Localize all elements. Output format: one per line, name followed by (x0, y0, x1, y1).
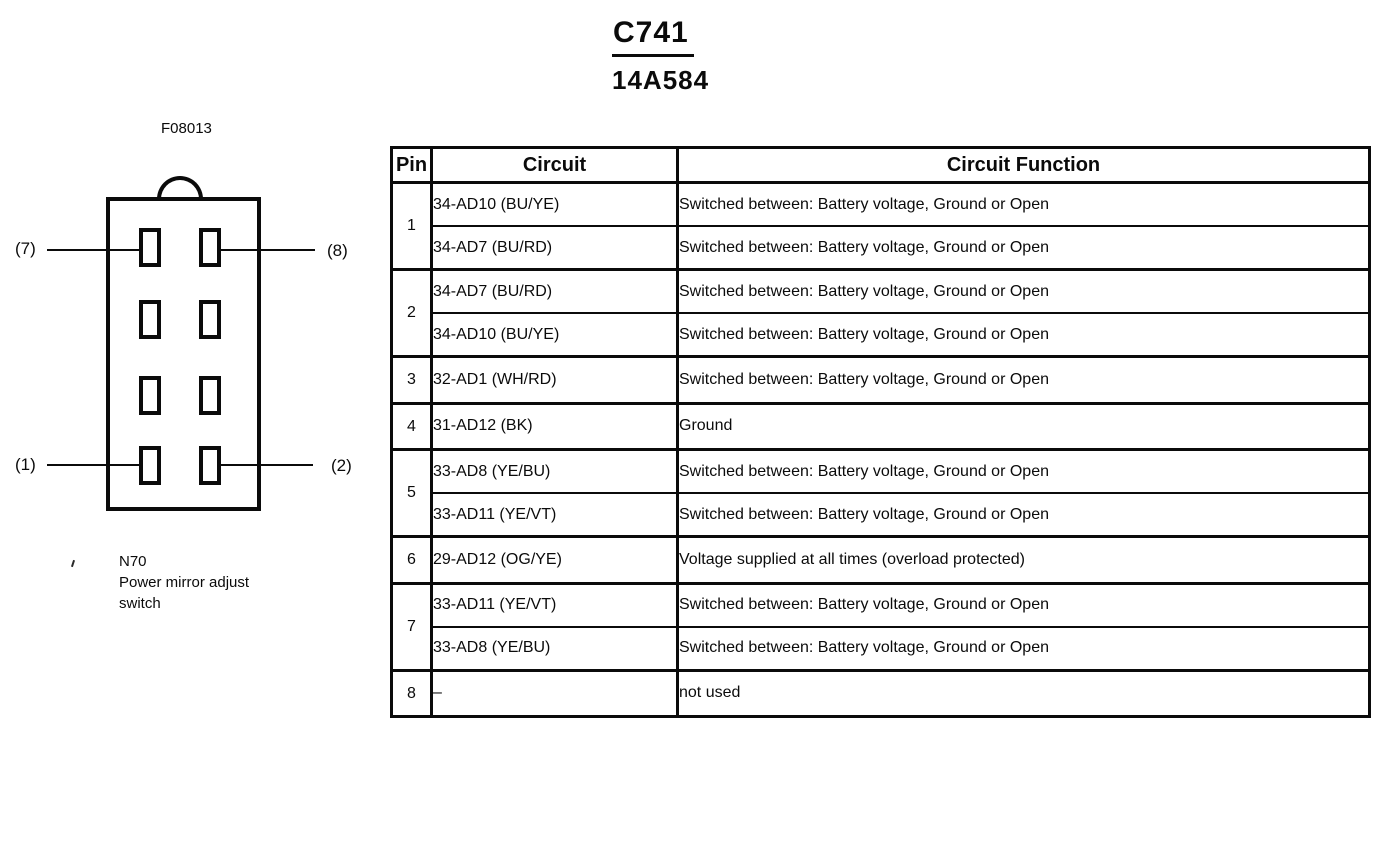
figure-label: F08013 (161, 120, 212, 137)
pin-slot-top-left (139, 228, 161, 267)
circuit-cell: 33-AD11 (YE/VT) (430, 581, 679, 627)
leader-line-1 (47, 464, 139, 466)
device-id: N70 (119, 553, 147, 570)
circuit-cell: 34-AD10 (BU/YE) (430, 181, 679, 226)
pin-cell: 5 (391, 448, 433, 537)
device-name-line2: switch (119, 595, 161, 612)
function-cell: Switched between: Battery voltage, Groun… (676, 181, 1370, 226)
page-subtitle: 14A584 (612, 65, 710, 95)
scan-speck (70, 559, 76, 568)
circuit-cell: 33-AD8 (YE/BU) (430, 448, 679, 493)
function-cell: Switched between: Battery voltage, Groun… (676, 581, 1370, 627)
table-header-row: Pin Circuit Circuit Function (390, 146, 1371, 184)
function-cell: Switched between: Battery voltage, Groun… (676, 268, 1370, 313)
pin-slot-row3-right (199, 376, 221, 415)
pinout-table-container: Pin Circuit Circuit Function 1 34-AD10 (… (390, 146, 1371, 718)
circuit-cell: – (430, 668, 679, 717)
pin-slot-bottom-right (199, 446, 221, 485)
table-row: 2 34-AD7 (BU/RD) Switched between: Batte… (391, 268, 1370, 357)
function-cell: Switched between: Battery voltage, Groun… (676, 448, 1370, 493)
table-row: 6 29-AD12 (OG/YE) Voltage supplied at al… (391, 535, 1370, 583)
pin-slot-top-right (199, 228, 221, 267)
function-cell: Voltage supplied at all times (overload … (676, 535, 1370, 583)
table-row: 34-AD10 (BU/YE) Switched between: Batter… (392, 312, 1370, 357)
connector-caption: N70 Power mirror adjust switch (119, 551, 249, 614)
pin-cell: 8 (391, 668, 433, 717)
device-name-line1: Power mirror adjust (119, 574, 250, 591)
leader-line-2 (221, 464, 313, 466)
leader-line-7 (47, 249, 139, 251)
table-row: 1 34-AD10 (BU/YE) Switched between: Batt… (391, 181, 1370, 270)
table-row: 5 33-AD8 (YE/BU) Switched between: Batte… (391, 448, 1370, 537)
pin-ref-8: (8) (327, 241, 348, 260)
circuit-cell: 34-AD10 (BU/YE) (430, 312, 679, 357)
header-pin: Pin (390, 146, 433, 184)
pin-ref-1: (1) (15, 455, 36, 474)
pin-cell: 6 (391, 535, 433, 583)
circuit-cell: 34-AD7 (BU/RD) (430, 225, 679, 270)
table-row: 7 33-AD11 (YE/VT) Switched between: Batt… (391, 581, 1370, 670)
pin-ref-2: (2) (331, 456, 352, 475)
table-row: 3 32-AD1 (WH/RD) Switched between: Batte… (391, 355, 1370, 403)
pin-slot-row2-left (139, 300, 161, 339)
table-row: 33-AD8 (YE/BU) Switched between: Battery… (392, 625, 1370, 670)
function-cell: not used (676, 668, 1370, 717)
table-row: 33-AD11 (YE/VT) Switched between: Batter… (392, 492, 1370, 537)
circuit-cell: 29-AD12 (OG/YE) (430, 535, 679, 583)
table-row: 34-AD7 (BU/RD) Switched between: Battery… (392, 225, 1370, 270)
pin-slot-bottom-left (139, 446, 161, 485)
function-cell: Switched between: Battery voltage, Groun… (676, 355, 1370, 403)
function-cell: Switched between: Battery voltage, Groun… (676, 625, 1370, 670)
pin-cell: 3 (391, 355, 433, 403)
header-circuit-function: Circuit Function (676, 146, 1371, 184)
pin-cell: 2 (391, 268, 433, 357)
table-row: 8 – not used (391, 668, 1370, 717)
title-underline (612, 54, 694, 57)
pin-cell: 4 (391, 401, 433, 450)
pin-slot-row2-right (199, 300, 221, 339)
circuit-cell: 31-AD12 (BK) (430, 401, 679, 450)
function-cell: Switched between: Battery voltage, Groun… (676, 225, 1370, 270)
function-cell: Switched between: Battery voltage, Groun… (676, 312, 1370, 357)
page-title: C741 (613, 16, 689, 49)
leader-line-8 (221, 249, 315, 251)
function-cell: Ground (676, 401, 1370, 450)
pin-ref-7: (7) (15, 239, 36, 258)
circuit-cell: 33-AD11 (YE/VT) (430, 492, 679, 537)
function-cell: Switched between: Battery voltage, Groun… (676, 492, 1370, 537)
pin-cell: 7 (391, 581, 433, 670)
pinout-table: Pin Circuit Circuit Function 1 34-AD10 (… (390, 146, 1371, 718)
pin-slot-row3-left (139, 376, 161, 415)
circuit-cell: 34-AD7 (BU/RD) (430, 268, 679, 313)
table-row: 4 31-AD12 (BK) Ground (391, 401, 1370, 450)
pin-cell: 1 (391, 181, 433, 270)
circuit-cell: 33-AD8 (YE/BU) (430, 625, 679, 670)
circuit-cell: 32-AD1 (WH/RD) (430, 355, 679, 403)
header-circuit: Circuit (430, 146, 679, 184)
